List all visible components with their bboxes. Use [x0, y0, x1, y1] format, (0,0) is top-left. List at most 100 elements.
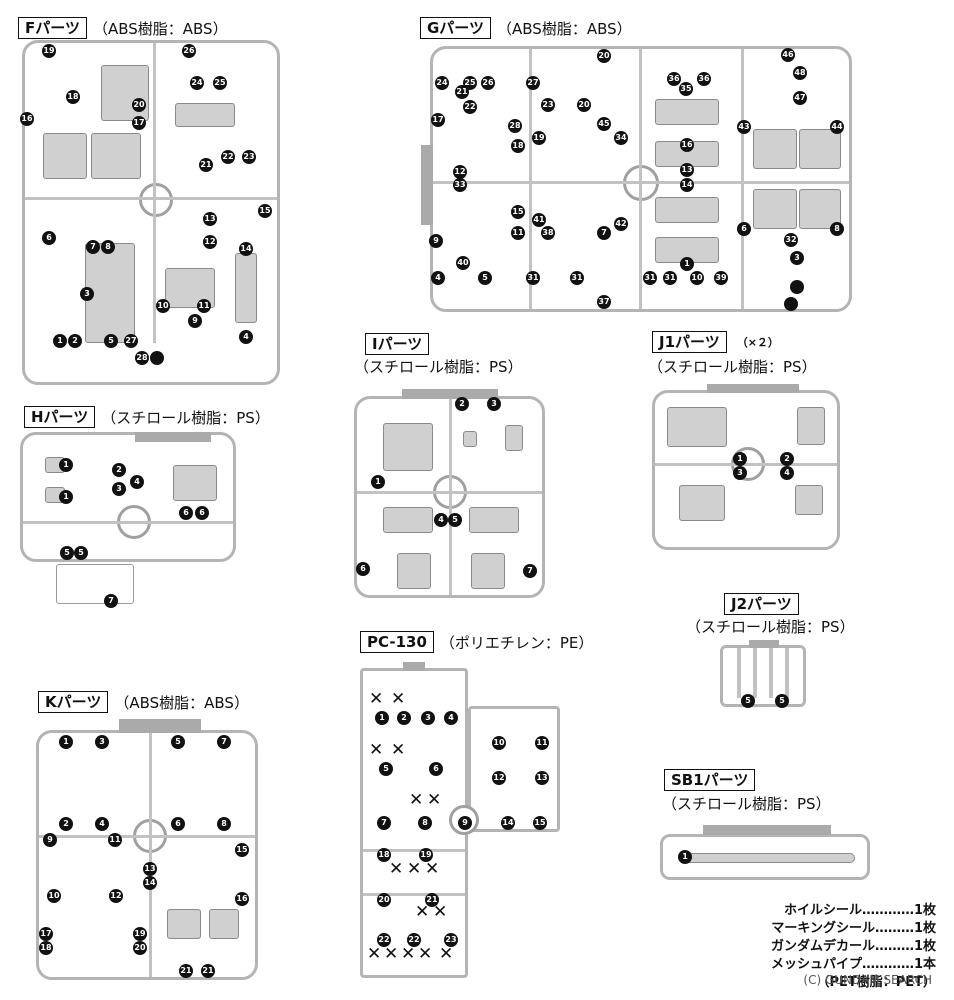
part-number: 5 — [74, 546, 88, 560]
part-shape — [655, 99, 719, 125]
part-number: 11 — [535, 736, 549, 750]
cross-mark: ✕ — [369, 740, 384, 760]
part-shape — [753, 129, 797, 169]
part-number: 17 — [431, 113, 445, 127]
part-number: 18 — [66, 90, 80, 104]
part-number: 19 — [42, 44, 56, 58]
part-number: 48 — [793, 66, 807, 80]
j1-parts-title-row: J1パーツ （×２） — [652, 331, 779, 353]
j2-parts-material: （スチロール樹脂：PS） — [686, 618, 855, 636]
part-number: 2 — [112, 463, 126, 477]
runner-gate — [749, 640, 779, 648]
part-number: 4 — [444, 711, 458, 725]
runner-gate — [402, 389, 498, 399]
cross-mark: ✕ — [439, 944, 454, 964]
cross-mark: ✕ — [384, 944, 399, 964]
accessory-item: ガンダムデカール………1枚 — [770, 939, 936, 954]
part-number: 4 — [130, 475, 144, 489]
part-number: 21 — [179, 964, 193, 978]
k-parts-title-row: Kパーツ （ABS樹脂：ABS） — [38, 691, 249, 713]
part-number: 9 — [188, 314, 202, 328]
part-number: 22 — [221, 150, 235, 164]
part-number: 14 — [143, 876, 157, 890]
part-number: 5 — [171, 735, 185, 749]
j1-parts-multiplier: （×２） — [736, 336, 779, 349]
h-parts-material: （スチロール樹脂：PS） — [101, 408, 270, 427]
runner-bar — [23, 521, 233, 524]
part-shape — [56, 564, 134, 604]
part-number: 2 — [59, 817, 73, 831]
part-shape — [463, 431, 477, 447]
part-number: 6 — [179, 506, 193, 520]
part-shape — [397, 553, 431, 589]
part-number: 33 — [453, 178, 467, 192]
part-number: 6 — [195, 506, 209, 520]
part-number: 40 — [456, 256, 470, 270]
runner-gate — [421, 145, 433, 225]
part-number: 22 — [463, 100, 477, 114]
part-number: 7 — [104, 594, 118, 608]
part-number: 13 — [680, 163, 694, 177]
part-number: 20 — [597, 49, 611, 63]
part-number: 16 — [680, 138, 694, 152]
part-number: 17 — [132, 116, 146, 130]
part-number: 15 — [258, 204, 272, 218]
pc130-parts-runner-side — [449, 706, 560, 835]
part-number: 32 — [784, 233, 798, 247]
part-shape — [469, 507, 519, 533]
runner-gate — [403, 662, 425, 671]
j2-parts-title-row: J2パーツ — [724, 593, 799, 615]
part-shape — [43, 133, 87, 179]
part-number: 20 — [133, 941, 147, 955]
part-number: 37 — [597, 295, 611, 309]
part-shape — [175, 103, 235, 127]
g-parts-runner — [421, 46, 852, 312]
part-number: 3 — [487, 397, 501, 411]
part-number: 14 — [239, 242, 253, 256]
part-number: 43 — [737, 120, 751, 134]
runner-bar — [785, 648, 789, 698]
runner-gate — [119, 719, 201, 733]
part-number: 31 — [643, 271, 657, 285]
part-shape — [101, 65, 149, 121]
part-shape — [471, 553, 505, 589]
part-number: 4 — [431, 271, 445, 285]
part-number: 21 — [199, 158, 213, 172]
part-number: 5 — [104, 334, 118, 348]
part-number: 10 — [47, 889, 61, 903]
part-number: 47 — [793, 91, 807, 105]
part-number: 21 — [425, 893, 439, 907]
part-shape — [655, 197, 719, 223]
part-number: 4 — [239, 330, 253, 344]
part-shape — [383, 507, 433, 533]
cross-mark: ✕ — [391, 740, 406, 760]
part-number: 7 — [217, 735, 231, 749]
part-number: 1 — [53, 334, 67, 348]
h-parts-title-row: Hパーツ （スチロール樹脂：PS） — [24, 406, 270, 428]
cross-mark: ✕ — [367, 944, 382, 964]
part-number: 4 — [434, 513, 448, 527]
part-shape — [795, 485, 823, 515]
part-number: 8 — [101, 240, 115, 254]
runner-bar — [363, 893, 465, 896]
part-number: 2 — [68, 334, 82, 348]
part-number: 14 — [680, 178, 694, 192]
part-number: 18 — [377, 848, 391, 862]
i-parts-title-row: Iパーツ — [365, 333, 430, 355]
part-number: 7 — [377, 816, 391, 830]
sb1-parts-material: （スチロール樹脂：PS） — [662, 795, 831, 813]
k-parts-runner — [36, 719, 258, 980]
part-number: 15 — [235, 843, 249, 857]
part-number: 3 — [790, 251, 804, 265]
part-number: 15 — [533, 816, 547, 830]
part-number: 5 — [60, 546, 74, 560]
part-shape — [383, 423, 433, 471]
part-number: 24 — [190, 76, 204, 90]
part-number: 18 — [511, 139, 525, 153]
i-parts-material: （スチロール樹脂：PS） — [354, 358, 523, 376]
part-number: 7 — [597, 226, 611, 240]
part-number: 2 — [455, 397, 469, 411]
part-shape — [91, 133, 141, 179]
part-number: 3 — [733, 466, 747, 480]
part-number: 1 — [59, 458, 73, 472]
